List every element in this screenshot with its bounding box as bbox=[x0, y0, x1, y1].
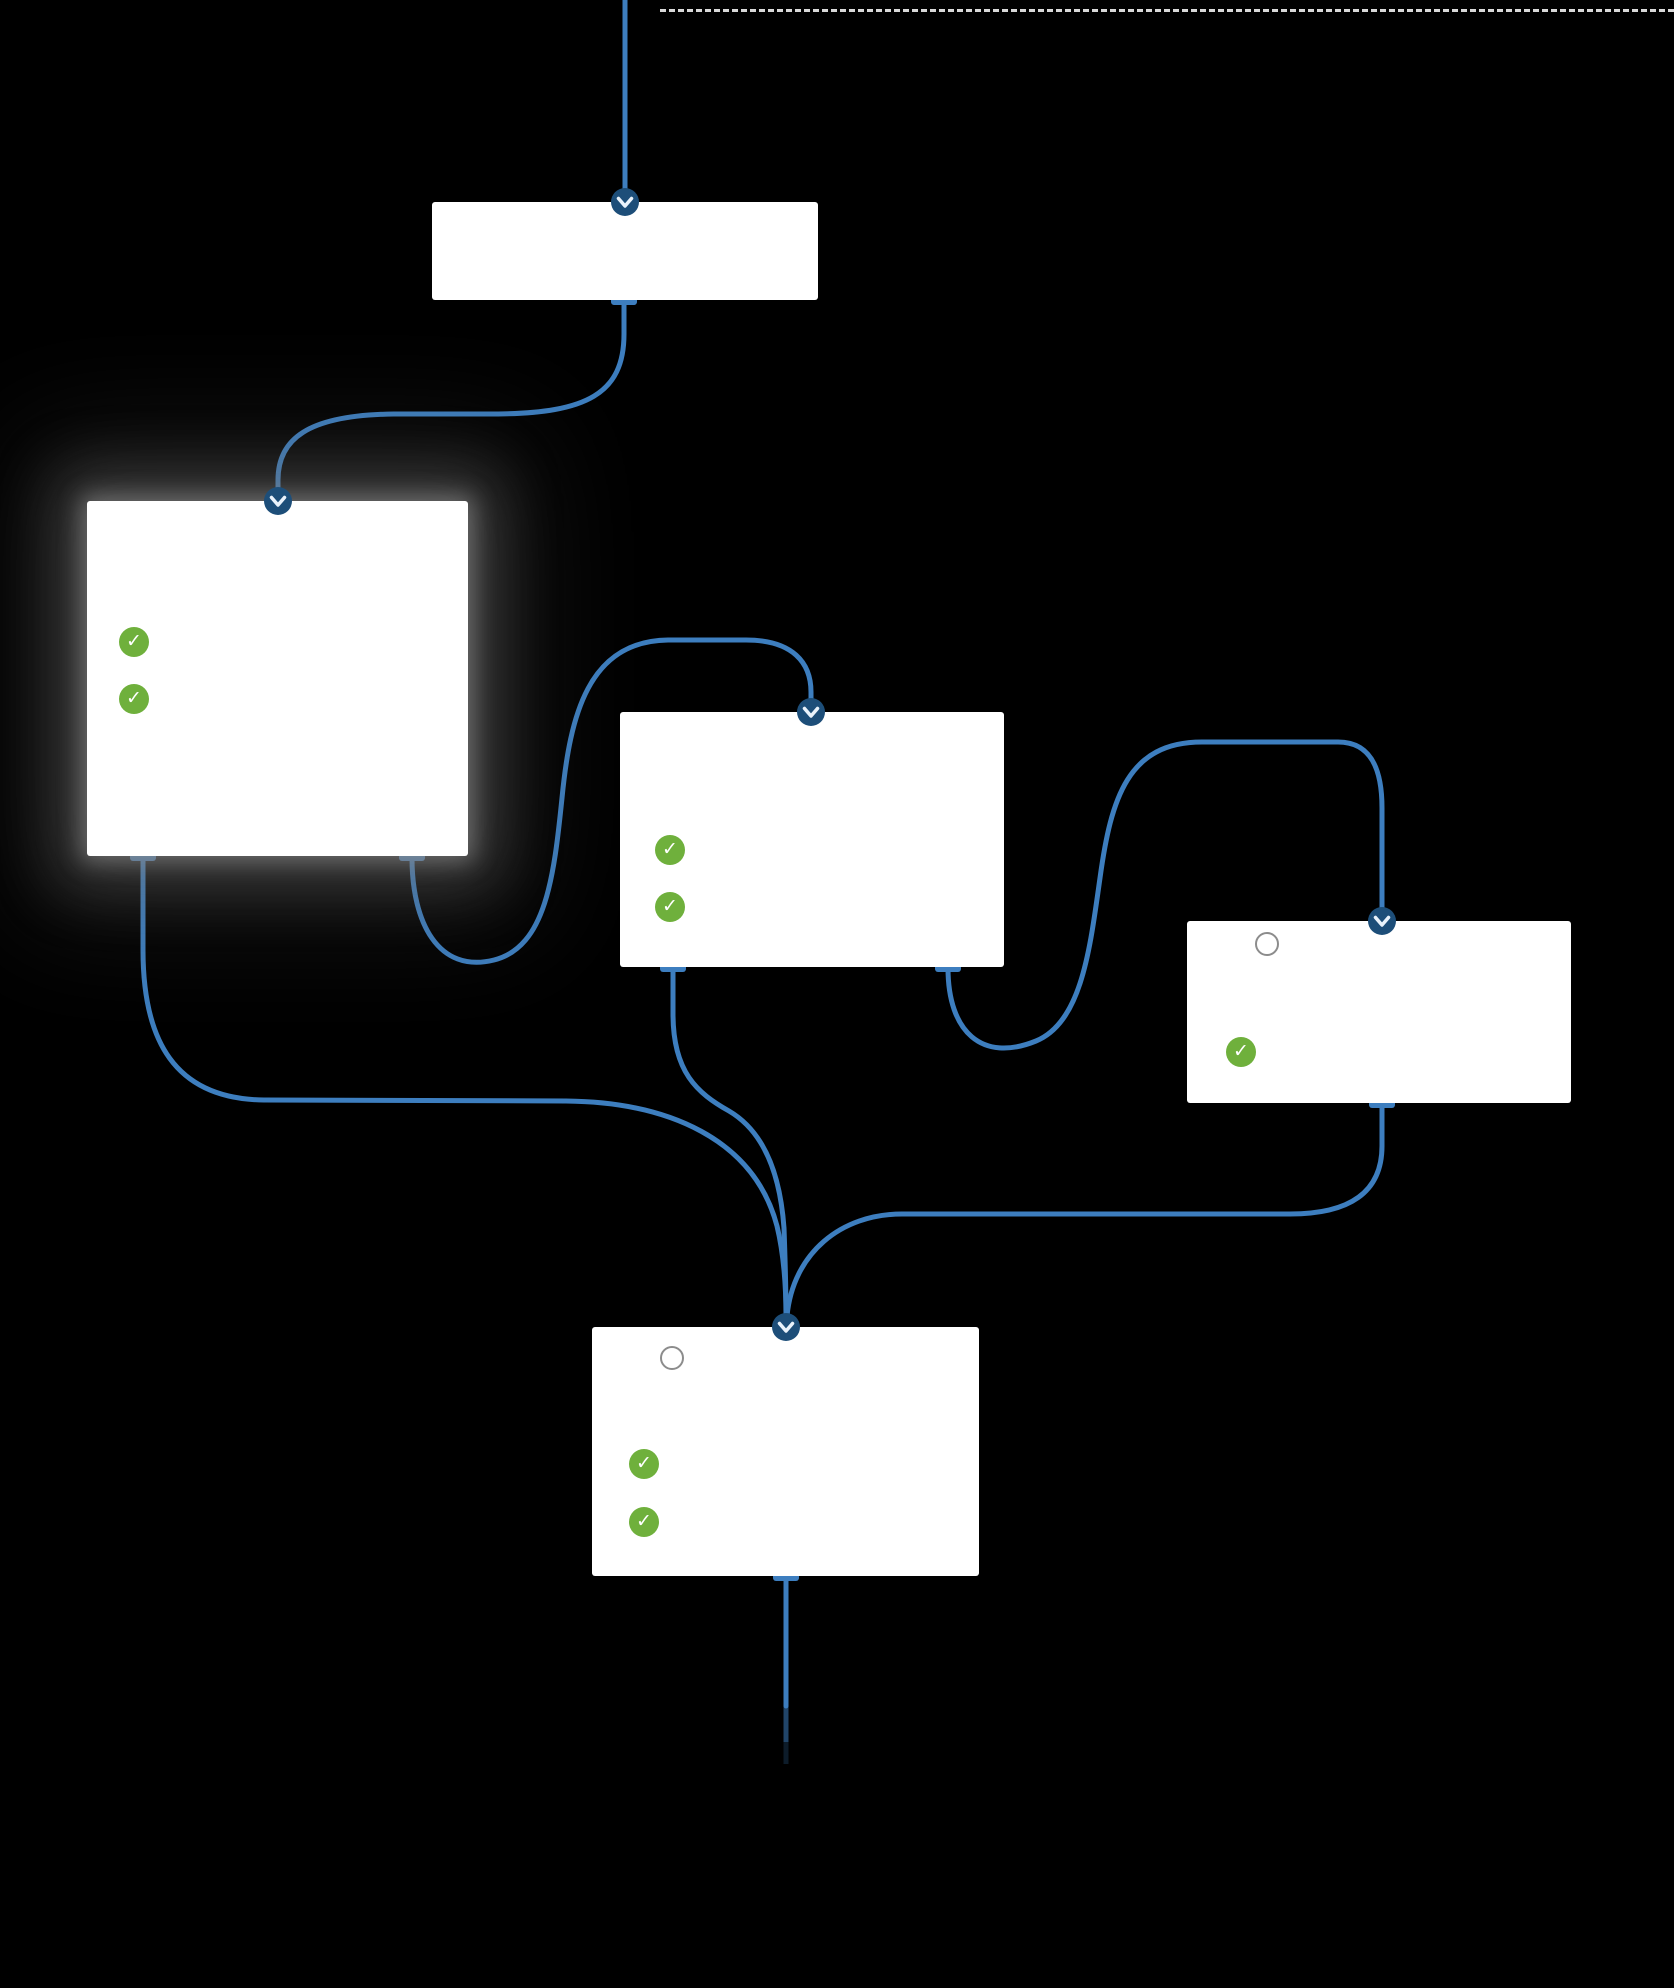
flow-node-2-selected[interactable]: ✓ ✓ bbox=[87, 501, 468, 856]
check-icon: ✓ bbox=[119, 627, 149, 657]
check-icon: ✓ bbox=[629, 1449, 659, 1479]
check-icon: ✓ bbox=[655, 835, 685, 865]
pending-circle-icon bbox=[660, 1346, 684, 1370]
check-icon: ✓ bbox=[1226, 1037, 1256, 1067]
flow-node-5[interactable]: ✓ ✓ bbox=[592, 1327, 979, 1576]
flow-node-1[interactable] bbox=[432, 202, 818, 300]
check-icon: ✓ bbox=[629, 1507, 659, 1537]
check-icon: ✓ bbox=[655, 892, 685, 922]
edge-node-1-to-node-2[interactable] bbox=[275, 297, 627, 496]
flow-node-4[interactable]: ✓ bbox=[1187, 921, 1571, 1103]
edge-node-3-to-node-5[interactable] bbox=[670, 965, 789, 1319]
flow-node-3[interactable]: ✓ ✓ bbox=[620, 712, 1004, 967]
pending-circle-icon bbox=[1255, 932, 1279, 956]
check-icon: ✓ bbox=[119, 684, 149, 714]
selection-marquee-edge bbox=[660, 9, 1674, 12]
edge-node-4-to-node-5[interactable] bbox=[784, 1101, 1385, 1319]
